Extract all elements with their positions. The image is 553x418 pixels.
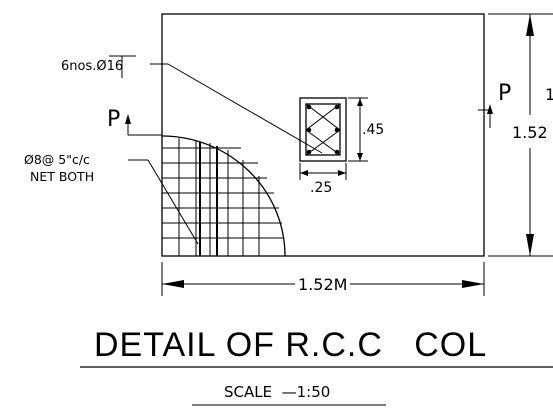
footing-length-label: 1.52 xyxy=(512,123,548,142)
column-bars xyxy=(306,104,340,155)
footing-width-label: 1.52M xyxy=(298,275,347,294)
drawing-scale: SCALE —1:50 xyxy=(224,383,330,401)
footing-length-dimension xyxy=(488,13,553,257)
column-section xyxy=(299,97,347,162)
footing-length-edge-glyph: 1 xyxy=(545,85,553,104)
section-marker-left: P xyxy=(107,107,120,132)
section-marker-right-line xyxy=(478,104,493,128)
mesh-callout-line1: Ø8@ 5"c/c xyxy=(24,152,90,167)
drawing-title: DETAIL OF R.C.C COL xyxy=(94,326,487,364)
mesh-callout-line2: NET BOTH xyxy=(30,169,94,184)
column-depth-label: .45 xyxy=(362,122,384,138)
section-marker-right: P xyxy=(498,81,511,106)
column-width-label: .25 xyxy=(310,180,332,196)
reinforcement-mesh xyxy=(161,135,286,257)
column-depth-dimension xyxy=(348,97,368,162)
main-bar-leader xyxy=(109,55,323,154)
footing-width-dimension xyxy=(161,262,485,296)
mesh-leader xyxy=(128,159,199,245)
column-width-dimension xyxy=(299,163,347,180)
main-bar-callout: 6nos.Ø16 xyxy=(61,59,123,74)
section-marker-left-line xyxy=(125,114,162,136)
